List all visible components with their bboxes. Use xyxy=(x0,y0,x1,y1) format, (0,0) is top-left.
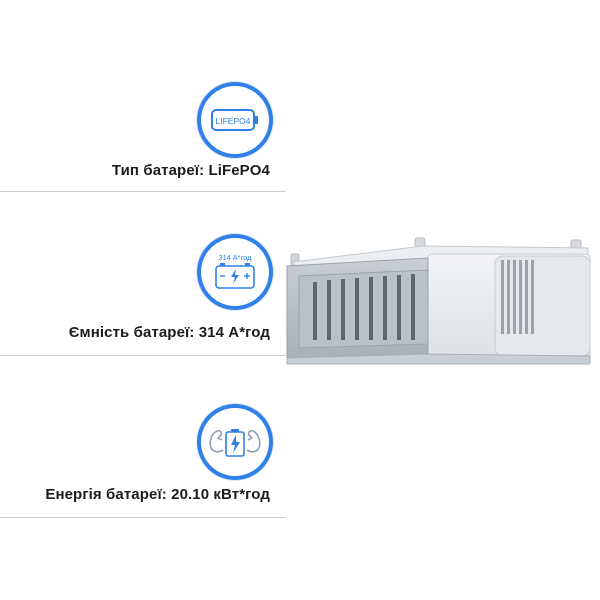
spec-battery-energy: Енергія батареї: 20.10 кВт*год xyxy=(0,356,286,520)
divider xyxy=(0,517,286,518)
lifepo4-battery-icon: LIFEPO4 xyxy=(197,82,273,158)
spec-battery-capacity: 314 A*год Ємність батареї: 314 А*год xyxy=(0,192,286,356)
battery-energy-icon xyxy=(197,404,273,480)
spec-battery-type: LIFEPO4 Тип батареї: LiFePO4 xyxy=(0,0,286,192)
battery-energy-label: Енергія батареї: 20.10 кВт*год xyxy=(45,486,270,503)
battery-capacity-label: Ємність батареї: 314 А*год xyxy=(68,324,270,341)
battery-module-image xyxy=(283,236,595,366)
lifepo4-icon-text: LIFEPO4 xyxy=(216,116,251,126)
divider xyxy=(0,355,286,356)
divider xyxy=(0,191,286,192)
battery-capacity-icon: 314 A*год xyxy=(197,234,273,310)
battery-type-label: Тип батареї: LiFePO4 xyxy=(111,162,270,179)
capacity-icon-text: 314 A*год xyxy=(218,253,252,262)
